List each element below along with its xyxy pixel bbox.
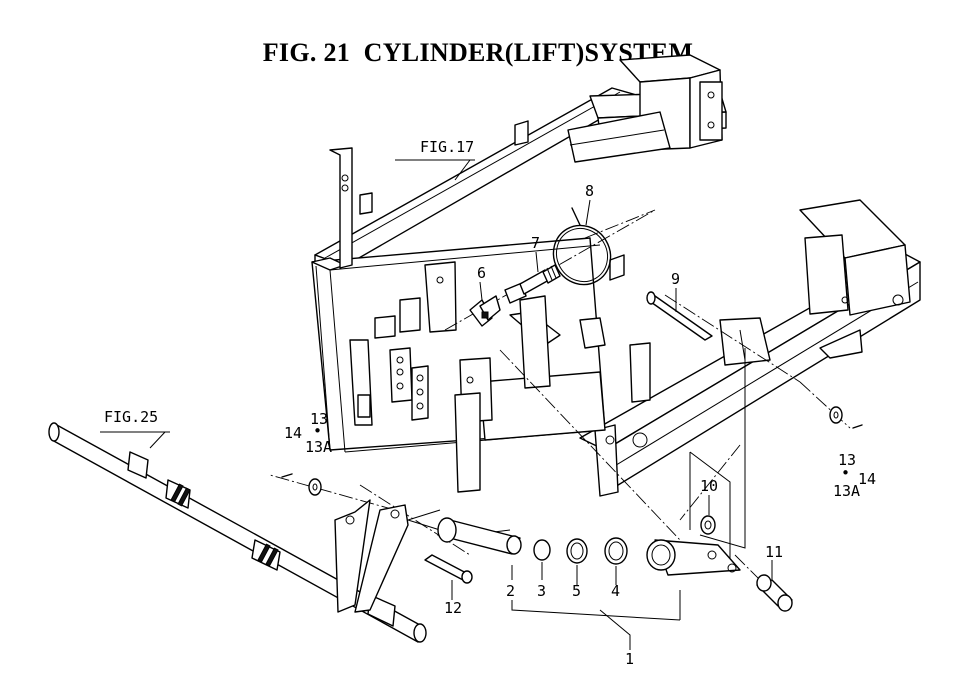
part-7-pipe-fitting <box>504 264 561 304</box>
label-fig17: FIG.17 <box>420 138 474 156</box>
lift-frame <box>311 54 921 497</box>
callout-5: 5 <box>572 582 581 600</box>
callout-12: 12 <box>444 599 462 617</box>
callout-9: 9 <box>671 270 680 288</box>
callout-13-left: 13 <box>310 410 328 428</box>
cylinder-parts <box>437 517 741 576</box>
callout-14-right: 14 <box>858 470 876 488</box>
dot-13-right: • <box>841 464 850 482</box>
callout-labels: FIG.17 FIG.25 6 7 8 9 10 11 12 2 3 5 4 1… <box>104 138 876 668</box>
part-10-washer <box>700 515 716 535</box>
part-8-ring-clip <box>552 207 612 286</box>
callout-13a-left: 13A <box>305 438 332 456</box>
callout-3: 3 <box>537 582 546 600</box>
callout-6: 6 <box>477 264 486 282</box>
callout-13-right: 13 <box>838 451 856 469</box>
label-fig25: FIG.25 <box>104 408 158 426</box>
callout-2: 2 <box>506 582 515 600</box>
part-13-washer-right <box>829 406 843 424</box>
part-12-pin <box>424 554 473 584</box>
callout-10: 10 <box>700 477 718 495</box>
callout-7: 7 <box>531 234 540 252</box>
part-14-cotter-left <box>281 473 293 478</box>
callout-13a-right: 13A <box>833 482 860 500</box>
rockshaft <box>48 422 427 643</box>
callout-11: 11 <box>765 543 783 561</box>
part-9-pin <box>646 291 713 341</box>
callout-14-left: 14 <box>284 424 302 442</box>
part-6-fitting <box>469 295 501 327</box>
callout-1: 1 <box>625 650 634 668</box>
part-14-cotter-right <box>852 424 863 429</box>
callout-4: 4 <box>611 582 620 600</box>
part-11-bushing <box>756 574 793 612</box>
part-13-washer-left <box>308 478 322 496</box>
callout-8: 8 <box>585 182 594 200</box>
dot-13-left: • <box>313 422 322 440</box>
callout-leaders <box>100 159 773 650</box>
